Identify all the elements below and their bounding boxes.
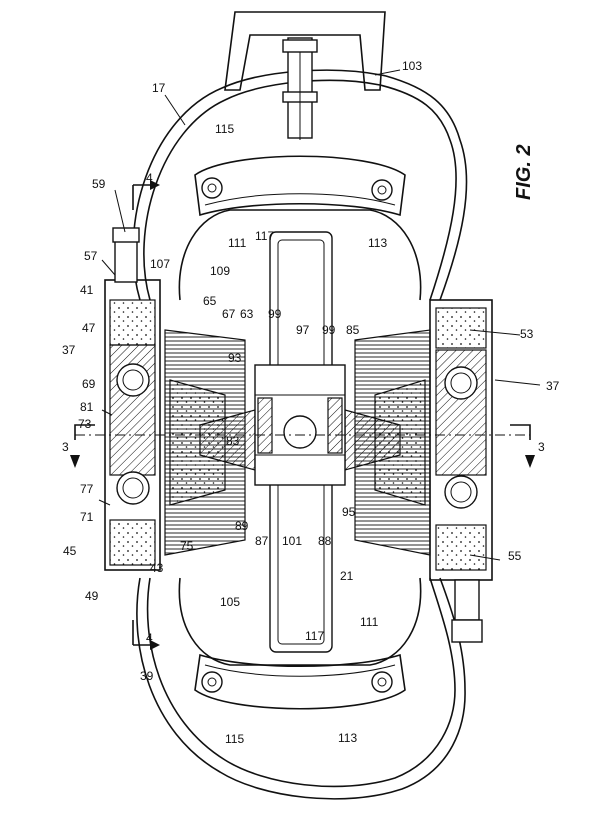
ref-3-right: 3 <box>538 440 545 454</box>
ref-37-right: 37 <box>546 379 560 393</box>
ref-85: 85 <box>346 323 360 337</box>
ref-71: 71 <box>80 510 94 524</box>
ref-21: 21 <box>340 569 354 583</box>
ref-43: 43 <box>150 561 164 575</box>
leader-lines <box>98 69 541 561</box>
ref-107: 107 <box>150 257 170 271</box>
ref-113-upper: 113 <box>368 236 387 250</box>
top-bracket <box>224 11 386 140</box>
ref-101: 101 <box>282 534 302 548</box>
ref-55: 55 <box>508 549 522 563</box>
left-cone <box>164 329 256 556</box>
right-cone <box>344 329 431 556</box>
ref-87: 87 <box>255 534 269 548</box>
inner-loop <box>178 209 422 666</box>
ref-93: 93 <box>228 351 242 365</box>
ref-88: 88 <box>318 534 332 548</box>
ref-111-upper: 111 <box>228 236 247 250</box>
ref-53: 53 <box>520 327 534 341</box>
ref-99-a: 99 <box>268 307 282 321</box>
ref-97: 97 <box>296 323 310 337</box>
ref-41: 41 <box>80 283 94 297</box>
ref-69: 69 <box>82 377 96 391</box>
ref-115-lower: 115 <box>225 732 244 746</box>
ref-4-bottom: 4 <box>146 631 153 645</box>
ref-99-b: 99 <box>322 323 336 337</box>
ref-47: 47 <box>82 321 96 335</box>
ref-45: 45 <box>63 544 77 558</box>
section-lines <box>70 180 535 650</box>
ref-117-lower: 117 <box>305 629 324 643</box>
left-assembly <box>104 227 161 571</box>
lower-frame <box>194 653 406 710</box>
ref-39: 39 <box>140 669 154 683</box>
outer-housing <box>132 69 468 800</box>
ref-3-left: 3 <box>62 440 69 454</box>
upper-frame <box>194 155 406 217</box>
ref-73: 73 <box>78 417 92 431</box>
right-assembly <box>429 299 493 643</box>
ref-109: 109 <box>210 264 230 278</box>
ref-113-lower: 113 <box>338 731 357 745</box>
ref-89: 89 <box>235 519 249 533</box>
ref-63: 63 <box>240 307 254 321</box>
central-hub <box>254 364 346 486</box>
ref-4-top: 4 <box>146 171 153 185</box>
ref-65: 65 <box>203 294 217 308</box>
ref-105: 105 <box>220 595 240 609</box>
ref-37-left: 37 <box>62 343 76 357</box>
ref-111-lower: 111 <box>360 615 379 629</box>
ref-81: 81 <box>80 400 94 414</box>
ref-17: 17 <box>152 81 166 95</box>
ref-103: 103 <box>402 59 422 73</box>
ref-57: 57 <box>84 249 98 263</box>
ref-77: 77 <box>80 482 94 496</box>
ref-59: 59 <box>92 177 106 191</box>
ref-115-upper: 115 <box>215 122 234 136</box>
figure-label: FIG. 2 <box>513 144 535 200</box>
ref-117-upper: 117 <box>255 229 274 243</box>
ref-83: 83 <box>226 434 240 448</box>
ref-75: 75 <box>180 539 194 553</box>
ref-49: 49 <box>85 589 99 603</box>
ref-95: 95 <box>342 505 356 519</box>
ref-67: 67 <box>222 307 236 321</box>
reference-numerals: 17 103 115 113 59 4 57 107 111 117 109 4… <box>62 59 560 746</box>
